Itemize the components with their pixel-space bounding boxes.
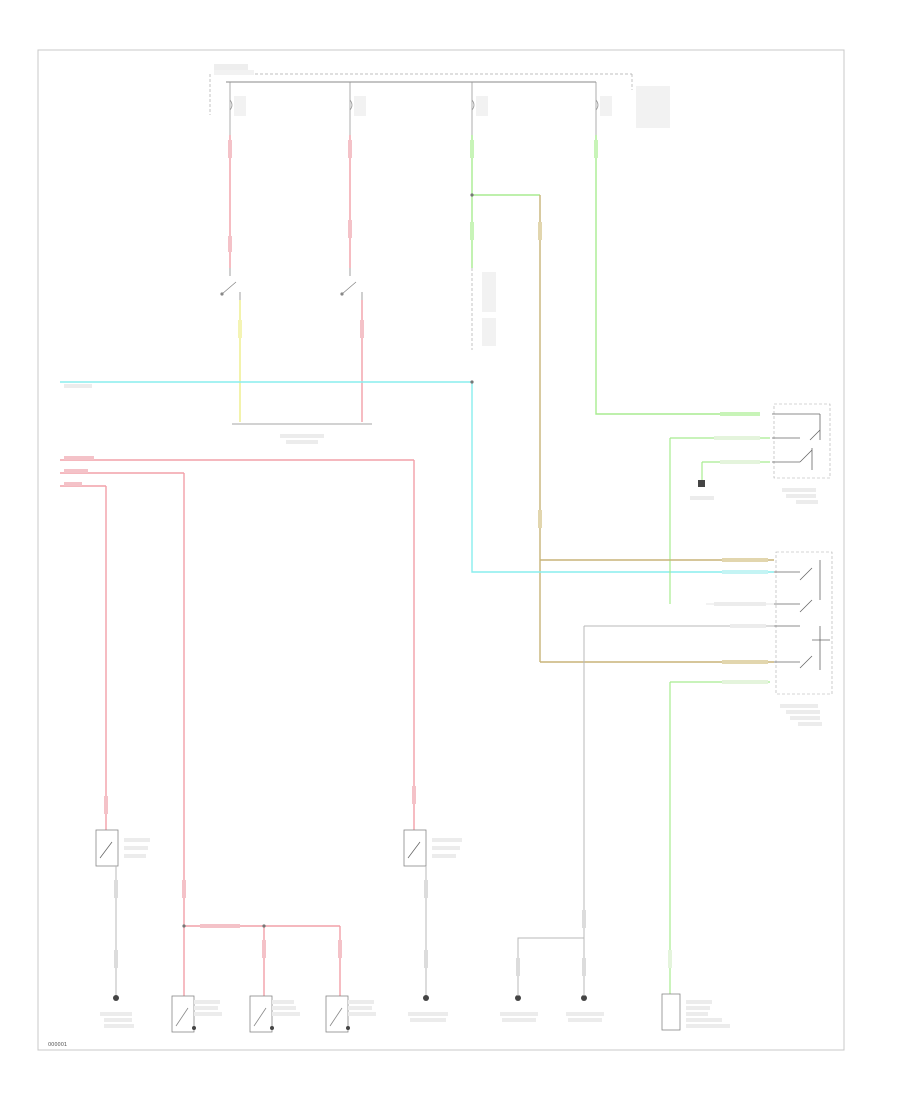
figure-code: 000001: [48, 1042, 67, 1048]
left-red-circuit: [60, 459, 415, 996]
right-switch-a: [669, 403, 831, 604]
fuse3-labels: [470, 140, 542, 528]
door-switch-left-upper: [95, 829, 150, 996]
diagram-border: [37, 49, 845, 1051]
switch-left: [220, 268, 241, 300]
fuse3-wires: [471, 135, 541, 662]
gray-lower-labels: [516, 910, 672, 976]
cyan-label: [64, 384, 92, 388]
bottom-switch-grounds: [192, 1026, 350, 1030]
switch-group-bottom: [232, 423, 372, 444]
fuse-group: [229, 82, 612, 135]
fuse4-label: [594, 140, 598, 158]
fuse4-green-wire: [595, 135, 720, 415]
door-switch-right-upper: [403, 829, 462, 996]
cyan-junction: [470, 380, 474, 384]
junction-dots-left: [182, 924, 266, 928]
red-wires-top: [229, 135, 363, 422]
bottom-grounds: [113, 995, 587, 1001]
yellow-wire: [238, 300, 242, 422]
left-red-labels: [64, 456, 416, 958]
gray-lower-wires: [517, 910, 585, 996]
switch-right: [340, 268, 363, 300]
cyan-wire: [60, 381, 774, 573]
right-switch-b: [540, 551, 833, 994]
bottom-labels: [100, 1000, 730, 1028]
fuse-box-label: [636, 86, 670, 128]
top-bus: [209, 64, 633, 115]
wire-labels-red: [228, 140, 364, 338]
